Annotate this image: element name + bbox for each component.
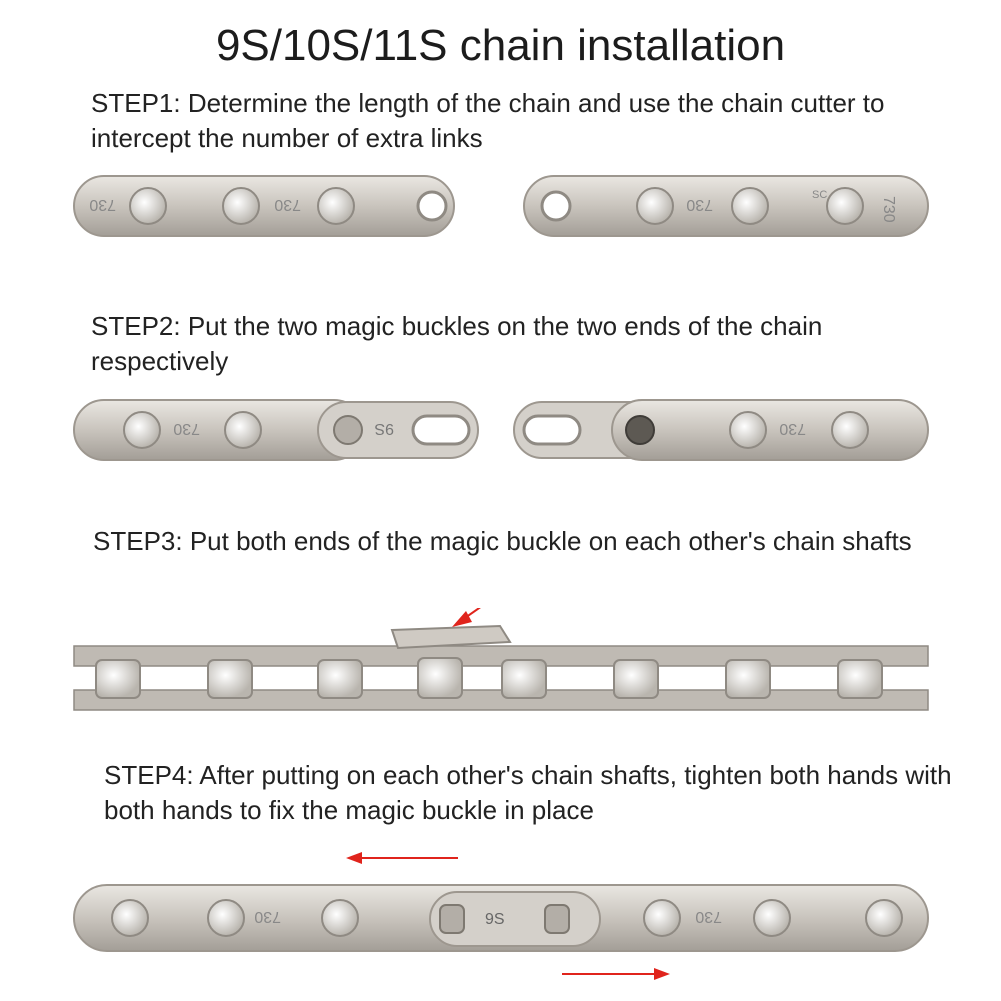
buckle-code-text: 9S	[374, 420, 394, 437]
chain-left-segment: 730 730	[73, 175, 455, 237]
step2-chain-image: 730 9S 730	[73, 399, 929, 461]
plate-letters-text: SC	[812, 189, 827, 201]
plate-code-text: 730	[695, 908, 722, 925]
chain-right-segment: 730 730 SC	[523, 175, 929, 237]
step4-chain-image: 9S 730 730	[73, 852, 929, 980]
plate-code-text: 730	[686, 196, 713, 213]
red-arrow-icon	[452, 608, 481, 627]
plate-code-text: 730	[254, 908, 281, 925]
step1-text: STEP1: Determine the length of the chain…	[91, 88, 885, 153]
plate-code-text: 730	[779, 420, 806, 437]
chain-side-view	[73, 624, 929, 711]
plate-code-text: 730	[173, 420, 200, 437]
chain-joined: 9S 730 730	[73, 884, 929, 952]
left-arrow-icon	[346, 852, 458, 864]
step3-chain-side-view-image	[73, 608, 929, 711]
step3-text: STEP3: Put both ends of the magic buckle…	[93, 526, 912, 556]
step2-text: STEP2: Put the two magic buckles on the …	[91, 311, 823, 376]
page-title: 9S/10S/11S chain installation	[215, 21, 786, 70]
plate-code-text: 730	[89, 196, 116, 213]
plate-code-text: 730	[274, 196, 301, 213]
step1-chain-image: 730 730 730 730 SC	[73, 175, 929, 237]
plate-code-text: 730	[880, 196, 897, 223]
magic-buckle-left: 9S	[317, 401, 479, 459]
chain-right-with-buckle: 730	[513, 399, 929, 461]
step4-text: STEP4: After putting on each other's cha…	[104, 760, 952, 825]
chain-left-with-buckle: 730 9S	[73, 399, 479, 461]
magic-buckle-plate	[390, 624, 512, 650]
right-arrow-icon	[562, 968, 670, 980]
buckle-code-text: 9S	[485, 911, 505, 928]
magic-buckle-joined: 9S	[429, 891, 601, 947]
